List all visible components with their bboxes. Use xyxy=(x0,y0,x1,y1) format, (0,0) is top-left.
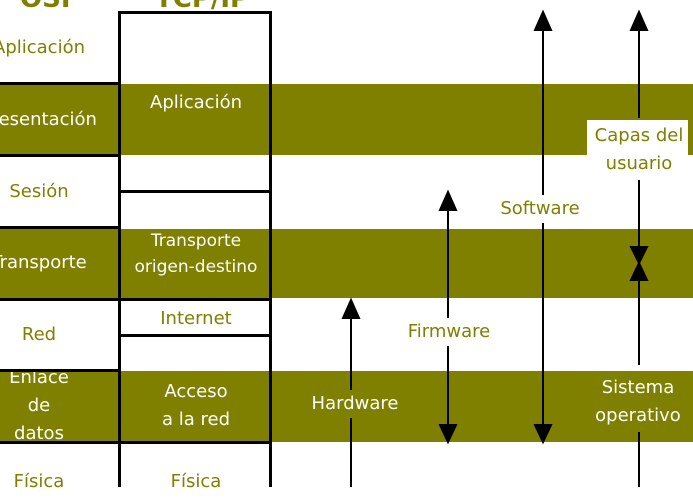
firmware-arrow xyxy=(438,189,458,445)
divider xyxy=(0,441,271,444)
divider xyxy=(118,12,121,487)
osi-header: OSI xyxy=(20,0,71,14)
band-presentation xyxy=(0,84,693,155)
osi-application: Aplicación xyxy=(0,37,85,58)
tcpip-network-access: Acceso a la red xyxy=(161,381,230,430)
hardware-arrow xyxy=(341,297,361,487)
arrows xyxy=(341,9,649,487)
divider xyxy=(0,298,271,301)
hardware-label: Hardware xyxy=(311,393,399,414)
divider xyxy=(120,334,271,337)
divider xyxy=(0,154,120,157)
user-layers-bg xyxy=(587,120,688,155)
user-layers-label: Capas del usuario xyxy=(594,125,684,174)
divider xyxy=(0,226,120,229)
divider xyxy=(0,369,120,372)
osi-transport: Transporte xyxy=(0,252,87,273)
tcpip-header: TCP/IP xyxy=(155,0,249,14)
osi-network: Red xyxy=(21,323,57,345)
tcpip-internet: Internet xyxy=(160,307,232,329)
band-link xyxy=(0,371,693,442)
divider xyxy=(118,11,272,14)
software-label: Software xyxy=(490,195,590,223)
user-os-arrow xyxy=(629,9,649,487)
os-label: Sistema operativo xyxy=(595,377,681,426)
band-transport xyxy=(0,229,693,298)
divider xyxy=(269,12,272,487)
tcpip-application: Aplicación xyxy=(150,92,242,113)
divider xyxy=(120,190,271,193)
divider xyxy=(0,82,120,85)
osi-data-link: Enlace de datos xyxy=(9,367,69,444)
firmware-label: Firmware xyxy=(394,318,504,346)
tcpip-transport: Transporte origen-destino xyxy=(134,231,258,277)
osi-presentation: Presentación xyxy=(0,108,97,130)
software-arrow xyxy=(533,9,553,445)
osi-session: Sesión xyxy=(9,180,69,202)
